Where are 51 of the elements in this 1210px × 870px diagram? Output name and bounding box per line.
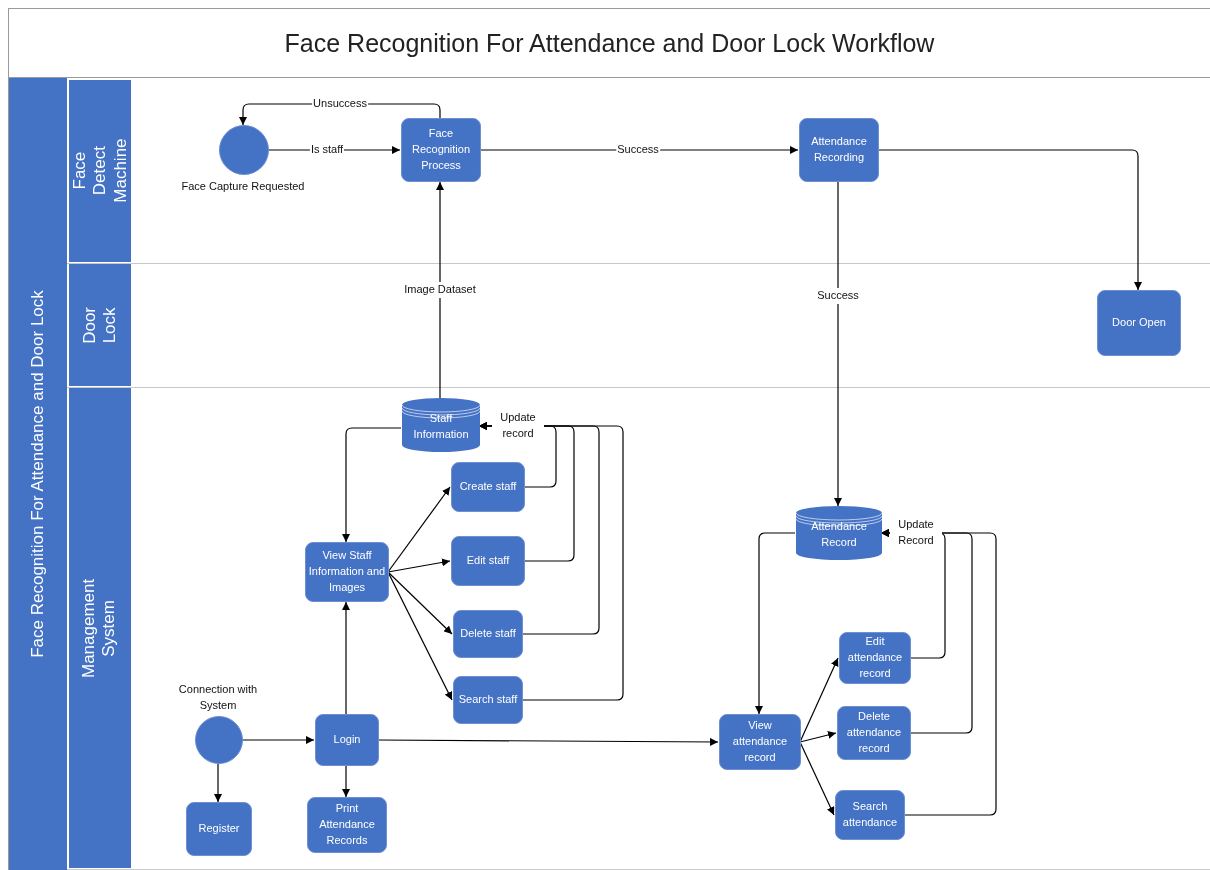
process-box: Print Attendance Records: [307, 797, 387, 853]
connector-arrow: [377, 737, 719, 746]
connector-arrow: [214, 763, 222, 803]
node-caption: Connection with System: [177, 682, 259, 713]
process-box: Login: [315, 714, 379, 766]
process-box: Search attendance: [835, 790, 905, 840]
connector-arrow: [342, 765, 350, 798]
connector-arrow: [479, 146, 799, 154]
process-box: Delete staff: [453, 610, 523, 658]
connector-arrow: [241, 736, 315, 744]
connector-arrow: [478, 422, 624, 701]
connector-arrow: [799, 731, 837, 743]
connector-arrow: [877, 149, 1142, 291]
lane-title: Face Detect Machine: [69, 138, 131, 204]
process-box: Create staff: [451, 462, 525, 512]
connector-arrow: [436, 181, 444, 399]
connector-arrow: [387, 558, 451, 573]
process-box: Edit attendance record: [839, 632, 911, 684]
connector-arrow: [799, 657, 839, 743]
swimlane: [67, 264, 1210, 388]
start-circle: [219, 125, 269, 175]
connector-arrow: [387, 571, 453, 701]
edge-label: Success: [816, 288, 860, 304]
lane-title: Door Lock: [79, 305, 120, 346]
lane-title: Management System: [79, 578, 120, 678]
diagram-title: Face Recognition For Attendance and Door Lock Workflow: [284, 28, 935, 58]
connector-arrow: [387, 571, 453, 635]
connector-arrow: [342, 427, 402, 543]
swimlane: [67, 80, 1210, 264]
process-box: View Staff Information and Images: [305, 542, 389, 602]
process-box: Attendance Recording: [799, 118, 879, 182]
swimlane: [67, 388, 1210, 870]
pool-title: Face Recognition For Attendance and Door Lock: [28, 290, 48, 658]
database-cylinder: Staff Information: [402, 398, 480, 452]
process-box: View attendance record: [719, 714, 801, 770]
edge-label: Image Dataset: [403, 282, 477, 298]
connector-arrow: [387, 486, 451, 573]
database-cylinder: Attendance Record: [796, 506, 882, 560]
start-circle: [195, 716, 243, 764]
connector-arrow: [799, 741, 835, 816]
connector-arrow: [755, 532, 796, 715]
process-box: Search staff: [453, 676, 523, 724]
process-box: Register: [186, 802, 252, 856]
node-caption: Face Capture Requested: [180, 179, 306, 194]
connector-arrow: [342, 601, 350, 715]
connector-arrow: [880, 529, 997, 816]
process-box: Face Recognition Process: [401, 118, 481, 182]
process-box: Door Open: [1097, 290, 1181, 356]
connector-arrow: [834, 181, 842, 507]
process-box: Delete attendance record: [837, 706, 911, 760]
process-box: Edit staff: [451, 536, 525, 586]
